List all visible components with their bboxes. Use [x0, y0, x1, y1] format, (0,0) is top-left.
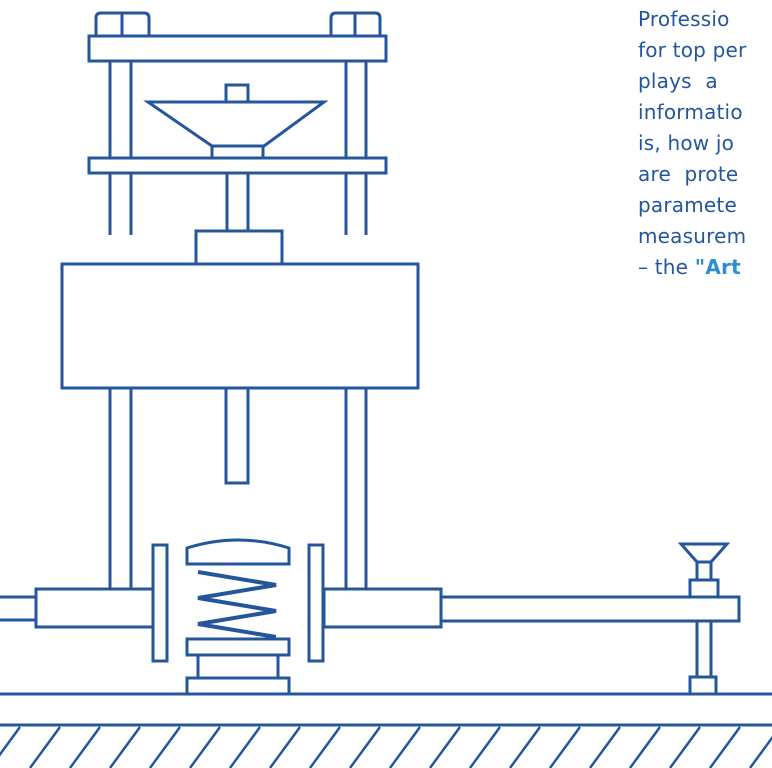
article-line-2: for top per: [638, 38, 747, 62]
article-line-8: measurem: [638, 224, 747, 248]
ram-head: [194, 229, 284, 266]
top-plate: [87, 34, 388, 63]
screw-neck: [695, 560, 713, 582]
middle-plate: [87, 156, 388, 175]
funnel: [143, 100, 329, 148]
screw-collar: [688, 578, 720, 599]
right-rail-bar: [439, 595, 741, 623]
article-line-6: are prote: [638, 162, 739, 186]
screw-shaft: [695, 619, 713, 679]
left-rail-stub: [0, 595, 36, 622]
spring-coil: [197, 570, 277, 639]
main-block: [60, 262, 420, 390]
article-line-4: informatio: [638, 100, 743, 124]
right-clamp: [307, 543, 325, 663]
screw-funnel-top: [677, 542, 731, 564]
right-rail-block: [322, 587, 443, 629]
upper-ram-rod: [225, 171, 250, 233]
lower-ram-rod: [224, 386, 250, 485]
article-text: Professio for top per plays a informatio…: [638, 4, 772, 283]
spring-base-neck: [196, 653, 280, 680]
left-rail-block: [34, 587, 155, 629]
article-line-7: paramete: [638, 193, 737, 217]
article-line-5: is, how jo: [638, 131, 735, 155]
spring-bottom-plate: [185, 637, 291, 657]
floor-hatching: [0, 726, 772, 768]
funnel-knob: [224, 83, 250, 104]
spring-base: [185, 676, 291, 696]
funnel-neck: [210, 144, 265, 160]
screw-foot: [688, 675, 718, 696]
article-highlight-link[interactable]: "Art: [694, 255, 741, 279]
article-line-9-prefix: – the: [638, 255, 695, 279]
article-line-9: – the "Art: [638, 252, 772, 283]
article-line-3: plays a: [638, 69, 718, 93]
left-clamp: [151, 543, 169, 663]
spring-top-cap: [185, 538, 291, 566]
article-line-1: Professio: [638, 7, 730, 31]
